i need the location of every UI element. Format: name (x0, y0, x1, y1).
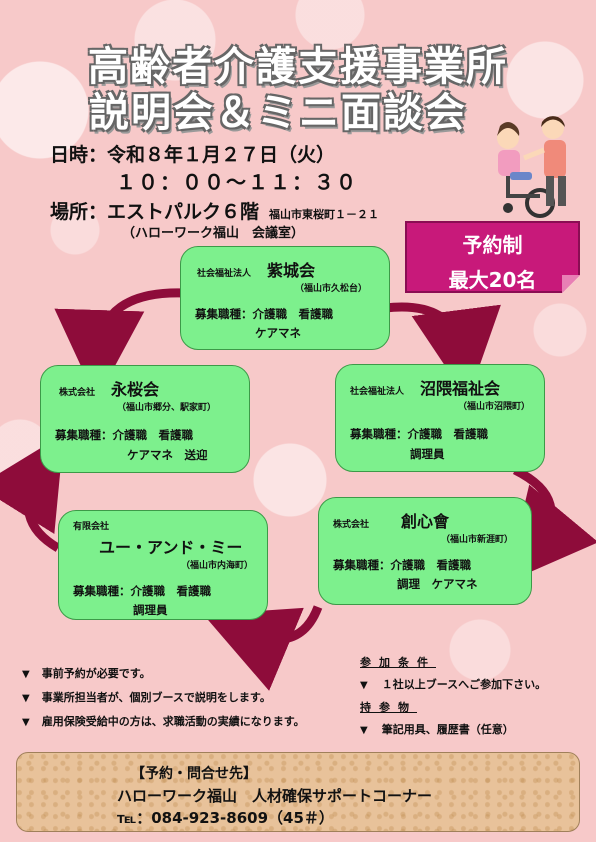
title-line-2: 説明会＆ミニ面談会 (89, 90, 467, 136)
event-time: １０：００～１１：３０ (116, 170, 358, 194)
triangle-bullet-icon: ▼ (360, 680, 368, 691)
caregiver-wheelchair-illustration (497, 116, 566, 218)
company-name: 永桜会 (111, 380, 160, 399)
company-kind: 社会福祉法人 (350, 387, 405, 397)
contact-tel: ℡：084-923-8609（45＃） (117, 809, 334, 827)
contact-org: ハローワーク福山 人材確保サポートコーナー (117, 787, 433, 805)
company-location: （福山市郷分、駅家町） (117, 403, 217, 413)
reservation-badge: 予約制 最大20名 (405, 221, 580, 293)
company-location: （福山市沼隈町） (458, 402, 531, 412)
company-jobs-extra: ケアマネ (255, 326, 301, 340)
contact-box: 【予約・問合せ先】 ハローワーク福山 人材確保サポートコーナー ℡：084-92… (16, 752, 580, 832)
curved-arrow-icon (203, 605, 323, 691)
company-jobs: 募集職種：介護職 看護職 (195, 307, 333, 321)
company-jobs-extra: 調理員 (410, 447, 445, 461)
event-place: 場所：エストパルク６階福山市東桜町１－２１ (50, 197, 379, 224)
event-date: 日時：令和８年１月２７日（火） (50, 144, 336, 166)
company-card: 有限会社 ユー・アンド・ミー （福山市内海町） 募集職種：介護職 看護職 調理員 (58, 510, 268, 620)
list-item: ▼事業所担当者が、個別ブースで説明をします。 (22, 691, 271, 704)
company-name: ユー・アンド・ミー (99, 538, 243, 557)
company-kind: 株式会社 (59, 388, 96, 398)
reservation-line-1: 予約制 (462, 233, 523, 257)
company-name: 沼隈福祉会 (420, 379, 501, 398)
list-item: ▼１社以上ブースへご参加下さい。 (360, 678, 547, 691)
company-kind: 有限会社 (73, 522, 110, 532)
event-place-sub: （ハローワーク福山 会議室） (122, 226, 305, 241)
company-kind: 株式会社 (333, 520, 370, 530)
company-card: 社会福祉法人 紫城会 （福山市久松台） 募集職種：介護職 看護職 ケアマネ (180, 246, 390, 350)
company-card: 株式会社 創心會 （福山市新涯町） 募集職種：介護職 看護職 調理 ケアマネ (318, 497, 532, 605)
curved-arrow-icon (506, 465, 596, 583)
event-place-name: 場所：エストパルク６階 (50, 201, 260, 223)
company-name: 紫城会 (267, 261, 316, 280)
event-place-address: 福山市東桜町１－２１ (269, 208, 380, 221)
company-jobs-extra: ケアマネ 送迎 (127, 448, 208, 462)
list-item: ▼雇用保険受給中の方は、求職活動の実績になります。 (22, 715, 305, 728)
curved-arrow-icon (0, 433, 64, 552)
company-location: （福山市内海町） (181, 561, 254, 571)
curved-arrow-icon (54, 288, 186, 400)
triangle-bullet-icon: ▼ (22, 693, 30, 704)
company-jobs: 募集職種：介護職 看護職 (350, 427, 488, 441)
triangle-bullet-icon: ▼ (360, 725, 368, 736)
company-name: 創心會 (401, 512, 450, 531)
title-line-1: 高齢者介護支援事業所 (88, 44, 508, 90)
triangle-bullet-icon: ▼ (22, 717, 30, 728)
notes-list: ▼事前予約が必要です。 ▼事業所担当者が、個別ブースで説明をします。 ▼雇用保険… (22, 662, 305, 734)
list-item: ▼筆記用具、履歴書（任意） (360, 723, 514, 736)
company-card: 社会福祉法人 沼隈福祉会 （福山市沼隈町） 募集職種：介護職 看護職 調理員 (335, 364, 545, 472)
contact-label: 【予約・問合せ先】 (131, 766, 257, 782)
company-card: 株式会社 永桜会 （福山市郷分、駅家町） 募集職種：介護職 看護職 ケアマネ 送… (40, 365, 250, 473)
list-item: ▼事前予約が必要です。 (22, 667, 151, 680)
company-location: （福山市久松台） (295, 284, 368, 294)
curved-arrow-icon (384, 302, 501, 400)
conditions-heading: 参加条件 (360, 656, 436, 669)
company-jobs-extra: 調理員 (133, 603, 168, 617)
conditions-section: 参加条件 ▼１社以上ブースへご参加下さい。 持参物 ▼筆記用具、履歴書（任意） (360, 652, 546, 742)
company-jobs: 募集職種：介護職 看護職 (73, 584, 211, 598)
reservation-line-2: 最大20名 (448, 268, 537, 292)
company-kind: 社会福祉法人 (197, 269, 252, 279)
company-jobs: 募集職種：介護職 看護職 (55, 428, 193, 442)
company-jobs-extra: 調理 ケアマネ (397, 577, 478, 591)
company-jobs: 募集職種：介護職 看護職 (333, 558, 471, 572)
triangle-bullet-icon: ▼ (22, 669, 30, 680)
bring-heading: 持参物 (360, 701, 417, 714)
page-fold-decoration (562, 275, 580, 293)
company-location: （福山市新涯町） (441, 535, 514, 545)
